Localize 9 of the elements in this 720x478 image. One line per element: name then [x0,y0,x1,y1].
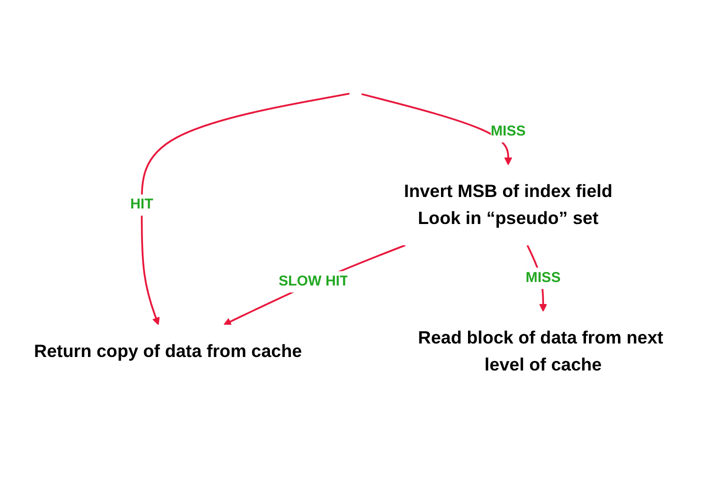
edge-label: HIT [130,197,154,212]
edge-label: MISS [490,124,526,139]
node-text: Return copy of data from cache [34,342,302,362]
node-text: Read block of data from next level of cache [418,328,664,375]
arrow [140,92,350,326]
arrow [361,93,512,166]
edge-label: MISS [526,270,561,286]
arrow [223,244,406,326]
node-text: Invert MSB of index field Look in “pseudo” set [404,182,612,228]
